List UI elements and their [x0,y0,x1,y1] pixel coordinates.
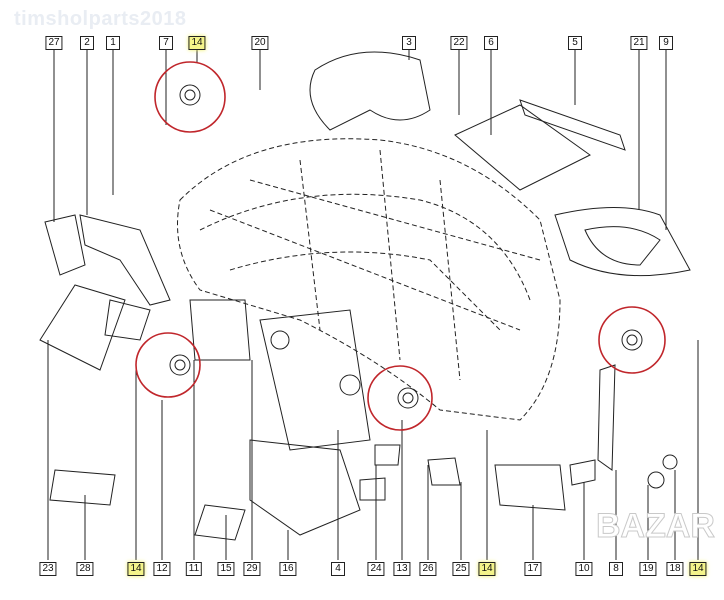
part-number-label-6: 6 [484,36,498,50]
part-17 [494,464,566,511]
part-15 [194,504,246,541]
callout-circle-speaker-right [598,306,666,374]
part-number-label-29: 29 [243,562,261,576]
part-10 [569,459,596,486]
part-24 [374,444,401,466]
part-number-label-8: 8 [609,562,623,576]
part-number-label-5: 5 [568,36,582,50]
dashboard-frame [177,138,561,421]
part-number-label-19: 19 [639,562,657,576]
speaker-icons [169,84,643,409]
part-8-sidepanel [597,364,616,471]
part-11-bracket [189,299,251,361]
watermark-text: timsholparts2018 [14,8,187,30]
part-number-label-14: 14 [127,562,145,576]
part-number-label-28: 28 [76,562,94,576]
part-number-label-13: 13 [393,562,411,576]
part-number-label-23: 23 [39,562,57,576]
part-6-lid [454,104,591,191]
part-number-label-26: 26 [419,562,437,576]
part-number-label-12: 12 [153,562,171,576]
part-number-label-25: 25 [452,562,470,576]
part-27 [44,214,86,276]
part-number-label-14: 14 [689,562,707,576]
callout-circle-speaker-top [154,61,226,133]
part-number-label-2: 2 [80,36,94,50]
part-16-lower [249,439,361,536]
part-number-label-1: 1 [106,36,120,50]
part-number-label-4: 4 [331,562,345,576]
part-4-center-console [259,309,371,451]
callout-circle-speaker-left [135,332,201,398]
part-3-cover [309,51,431,131]
part-number-label-7: 7 [159,36,173,50]
part-number-label-21: 21 [630,36,648,50]
part-25 [427,457,461,486]
part-number-label-11: 11 [185,562,203,576]
part-9-endpanel [554,207,691,277]
part-number-label-14: 14 [478,562,496,576]
part-2 [79,214,171,306]
part-13 [359,477,386,501]
part-number-label-9: 9 [659,36,673,50]
leader-lines [47,50,699,560]
callout-circle-speaker-center [367,365,433,431]
part-number-label-27: 27 [45,36,63,50]
part-number-label-16: 16 [279,562,297,576]
part-23-glovebox [39,284,126,371]
part-number-label-10: 10 [575,562,593,576]
part-number-label-15: 15 [217,562,235,576]
part-number-label-22: 22 [450,36,468,50]
part-number-label-20: 20 [251,36,269,50]
part-number-label-24: 24 [367,562,385,576]
part-5-strip [519,99,626,151]
part-number-label-17: 17 [524,562,542,576]
part-number-label-3: 3 [402,36,416,50]
part-28 [49,469,116,506]
part-number-label-18: 18 [666,562,684,576]
callout-circles [135,61,666,431]
part-number-label-14: 14 [188,36,206,50]
watermark-logo: BAZAR [596,507,716,545]
